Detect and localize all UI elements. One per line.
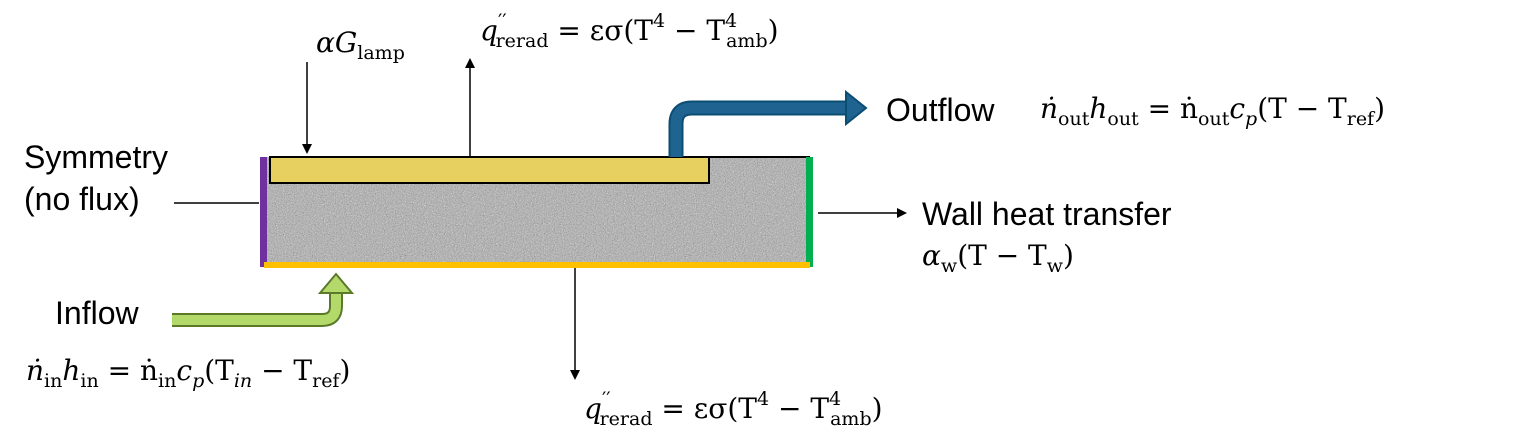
inflow-arrow	[172, 272, 355, 327]
bottom-boundary	[264, 262, 810, 268]
symmetry-boundary	[260, 157, 267, 267]
lamp-equation: αGlamp	[316, 26, 405, 64]
inflow-equation: ṅinhin = ṅincp(Tin − Tref)	[26, 354, 350, 392]
outflow-label: Outflow	[886, 92, 995, 128]
symmetry-label: Symmetry	[24, 139, 168, 175]
wall-boundary	[806, 157, 813, 267]
outflow-arrow	[668, 89, 868, 157]
wall-equation: αw(T − Tw)	[922, 239, 1074, 277]
wall-heat-transfer-label: Wall heat transfer	[922, 196, 1172, 232]
no-flux-label: (no flux)	[24, 181, 140, 217]
inflow-label: Inflow	[55, 295, 139, 331]
top-layer	[269, 156, 710, 184]
outflow-equation: ṅouthout = ṅoutcp(T − Tref)	[1040, 92, 1385, 130]
